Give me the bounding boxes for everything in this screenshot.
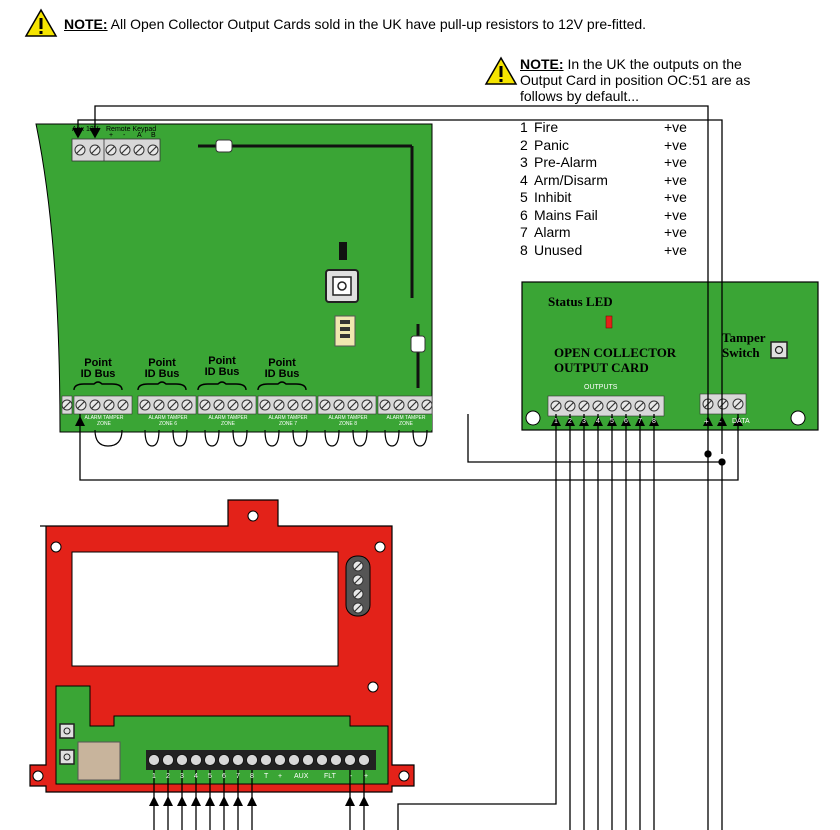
red-comms-board [29, 499, 415, 793]
side-note-line1: In the UK the outputs on the [563, 56, 742, 72]
comms-terminal-labels: 1 2 3 4 5 6 7 8 T + AUX FLT - + [152, 773, 369, 780]
status-led-label: Status LED [548, 294, 613, 309]
oc-card-title-line2: OUTPUT CARD [554, 360, 649, 375]
keypad-pin-plus: + [109, 132, 114, 139]
keypad-pin-minus: - [123, 132, 126, 139]
arrow-heads [75, 416, 743, 806]
warning-icon [484, 56, 518, 85]
open-collector-card [521, 281, 819, 431]
outputs-label: OUTPUTS [584, 384, 618, 391]
zone-loops [94, 429, 428, 447]
main-control-panel [35, 123, 433, 433]
side-note: NOTE: In the UK the outputs on the Outpu… [484, 52, 814, 122]
side-note-line3: follows by default... [520, 88, 640, 104]
zone-terminal-blocks [61, 395, 433, 415]
top-note-text: All Open Collector Output Cards sold in … [107, 16, 647, 32]
aux-12v-label: Aux 12V [72, 126, 99, 133]
tamper-label-line2: Switch [722, 345, 760, 360]
power-pin-minus: - [719, 417, 722, 426]
wires [72, 105, 739, 830]
side-note-label: NOTE: [520, 56, 564, 72]
output-pin-labels: 1 2 3 4 5 6 7 8 [554, 418, 656, 425]
aux-pin-plus: + [93, 132, 98, 139]
top-note: NOTE: All Open Collector Output Cards so… [24, 8, 824, 38]
tamper-label-line1: Tamper [722, 330, 766, 345]
side-note-line2: Output Card in position OC:51 are as [520, 72, 751, 88]
top-note-label: NOTE: [64, 16, 108, 32]
keypad-pin-b: B [151, 132, 156, 139]
power-pin-plus: + [704, 417, 709, 426]
aux-pin-minus: - [78, 132, 81, 139]
data-pin-label: DATA [732, 418, 750, 425]
warning-icon [24, 8, 58, 37]
oc-card-title-line1: OPEN COLLECTOR [554, 345, 677, 360]
keypad-pin-a: A [137, 132, 142, 139]
remote-keypad-label: Remote Keypad [106, 126, 157, 133]
